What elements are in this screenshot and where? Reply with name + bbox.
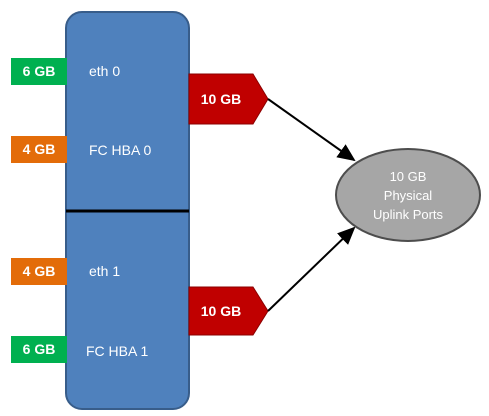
physical-uplink-ports xyxy=(335,148,481,242)
uplink-line1: 10 GB xyxy=(390,169,427,184)
bottom-uplink-bandwidth-arrow xyxy=(188,286,269,336)
fc-hba0-bandwidth-text: 4 GB xyxy=(23,141,56,157)
bottom-connector-arrow xyxy=(267,226,356,312)
top-uplink-bandwidth-arrow xyxy=(188,73,269,125)
fc-hba0-bandwidth-tag xyxy=(11,136,67,163)
eth0-bandwidth-tag xyxy=(11,58,67,85)
fc-hba1-label: FC HBA 1 xyxy=(86,343,148,359)
fc-hba1-bandwidth-text: 6 GB xyxy=(23,341,56,357)
bottom-uplink-bandwidth-text: 10 GB xyxy=(201,303,241,319)
top-uplink-bandwidth-text: 10 GB xyxy=(201,91,241,107)
fc-hba0-label: FC HBA 0 xyxy=(89,142,151,158)
eth1-label: eth 1 xyxy=(89,263,120,279)
uplink-line2: Physical xyxy=(384,188,433,203)
eth1-bandwidth-text: 4 GB xyxy=(23,263,56,279)
eth0-bandwidth-text: 6 GB xyxy=(23,63,56,79)
eth1-bandwidth-tag xyxy=(11,258,67,285)
top-connector-arrow xyxy=(267,98,356,162)
fc-hba1-bandwidth-tag xyxy=(11,336,67,363)
eth0-label: eth 0 xyxy=(89,63,120,79)
uplink-line3: Uplink Ports xyxy=(373,207,444,222)
